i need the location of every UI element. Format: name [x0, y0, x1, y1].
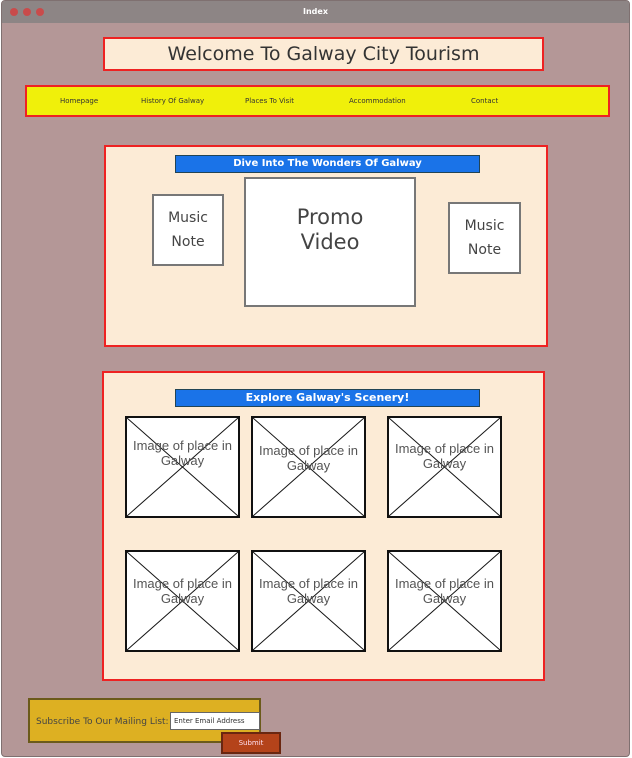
nav-item-history[interactable]: History Of Galway	[141, 97, 205, 105]
scenery-banner: Explore Galway's Scenery!	[175, 389, 480, 407]
close-window-icon[interactable]	[10, 8, 18, 16]
window-title: Index	[303, 7, 328, 16]
nav-bar: Homepage History Of Galway Places To Vis…	[25, 85, 610, 117]
scenery-image-6[interactable]: Image of place in Galway	[387, 550, 502, 652]
submit-button[interactable]: Submit	[221, 732, 281, 754]
music-note-left-label: Music Note	[168, 210, 208, 250]
nav-item-accommodation[interactable]: Accommodation	[349, 97, 406, 105]
nav-item-homepage[interactable]: Homepage	[60, 97, 99, 105]
promo-video[interactable]: Promo Video	[244, 177, 416, 307]
image-placeholder-icon	[127, 552, 238, 650]
promo-section: Dive Into The Wonders Of Galway Music No…	[104, 145, 548, 347]
scenery-image-6-label: Image of place in Galway	[394, 576, 494, 606]
nav-item-places[interactable]: Places To Visit	[245, 97, 294, 105]
scenery-section: Explore Galway's Scenery! Image of place…	[102, 371, 545, 681]
image-placeholder-icon	[253, 418, 364, 516]
email-field[interactable]	[170, 712, 260, 730]
scenery-image-1-label: Image of place in Galway	[132, 438, 232, 468]
music-note-left[interactable]: Music Note	[152, 194, 224, 266]
mailing-list-label: Subscribe To Our Mailing List:	[36, 717, 169, 727]
scenery-image-4-label: Image of place in Galway	[132, 576, 232, 606]
scenery-image-1[interactable]: Image of place in Galway	[125, 416, 240, 518]
image-placeholder-icon	[127, 418, 238, 516]
image-placeholder-icon	[389, 552, 500, 650]
title-bar: Index	[2, 1, 629, 23]
scenery-image-2-label: Image of place in Galway	[258, 443, 358, 473]
scenery-image-2[interactable]: Image of place in Galway	[251, 416, 366, 518]
music-note-right-label: Music Note	[464, 218, 505, 258]
page-title: Welcome To Galway City Tourism	[103, 37, 544, 71]
promo-banner: Dive Into The Wonders Of Galway	[175, 155, 480, 173]
scenery-image-4[interactable]: Image of place in Galway	[125, 550, 240, 652]
promo-video-label: Promo Video	[296, 205, 364, 254]
image-placeholder-icon	[389, 418, 500, 516]
scenery-image-3-label: Image of place in Galway	[394, 441, 494, 471]
music-note-right[interactable]: Music Note	[448, 202, 521, 274]
maximize-window-icon[interactable]	[36, 8, 44, 16]
scenery-image-5-label: Image of place in Galway	[258, 576, 358, 606]
scenery-image-5[interactable]: Image of place in Galway	[251, 550, 366, 652]
image-placeholder-icon	[253, 552, 364, 650]
minimize-window-icon[interactable]	[23, 8, 31, 16]
scenery-image-3[interactable]: Image of place in Galway	[387, 416, 502, 518]
nav-item-contact[interactable]: Contact	[471, 97, 499, 105]
